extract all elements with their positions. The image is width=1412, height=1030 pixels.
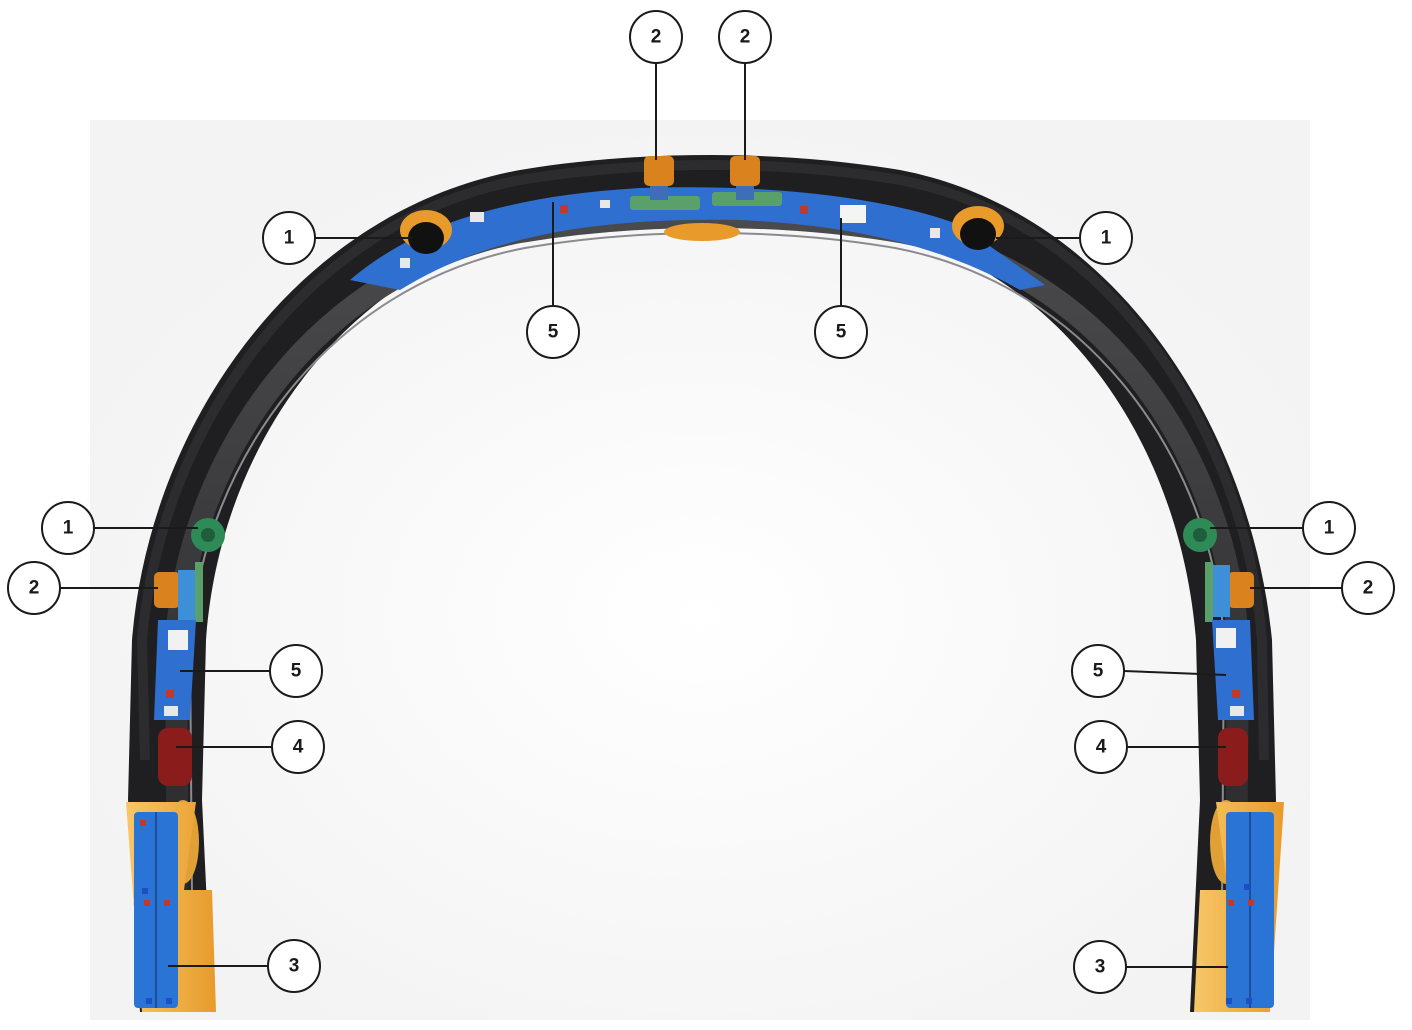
callout-left-4: 4: [293, 737, 304, 758]
callout-left-1: 1: [63, 518, 74, 539]
top-pcb-strip: [350, 187, 1045, 290]
callout-circle: [41, 501, 95, 555]
callout-top-left-2: 2: [651, 27, 662, 48]
callout-circle: [1074, 720, 1128, 774]
callout-circle: [7, 561, 61, 615]
callout-circle: [1071, 644, 1125, 698]
callout-left-2: 2: [29, 578, 40, 599]
callout-circle: [629, 10, 683, 64]
top-center-pad: [664, 223, 740, 241]
callout-left-5: 5: [291, 661, 302, 682]
callout-right-1: 1: [1324, 518, 1335, 539]
callout-right-3: 3: [1095, 957, 1106, 978]
callout-circle: [271, 720, 325, 774]
callout-top-left-5: 5: [548, 322, 559, 343]
top-electrode-sensors: [644, 156, 760, 200]
callout-circle: [1079, 211, 1133, 265]
callout-circle: [718, 10, 772, 64]
callout-circle: [267, 939, 321, 993]
callout-circle: [1341, 561, 1395, 615]
callouts: [7, 10, 1395, 994]
callout-left-3: 3: [289, 956, 300, 977]
callout-circle: [814, 305, 868, 359]
callout-right-4: 4: [1096, 737, 1107, 758]
callout-circle: [1302, 501, 1356, 555]
callout-circle: [526, 305, 580, 359]
carbon-highlight: [136, 160, 1269, 761]
callout-right-2: 2: [1363, 578, 1374, 599]
callout-top-left-1: 1: [284, 228, 295, 249]
top-pcb-components: [400, 192, 940, 268]
callout-right-5: 5: [1093, 661, 1104, 682]
callout-top-right-5: 5: [836, 322, 847, 343]
callout-circle: [262, 211, 316, 265]
callout-top-right-2: 2: [740, 27, 751, 48]
top-ring-sensors: [400, 206, 1004, 254]
left-endcap: [126, 802, 216, 1012]
callout-circle: [269, 644, 323, 698]
callout-labels: 2 2 1 1 5 5 1 2 5 4 3 1 2 5 4 3: [29, 27, 1374, 978]
right-endcap: [1194, 802, 1284, 1012]
callout-top-right-1: 1: [1101, 228, 1112, 249]
background-glow: [90, 120, 1310, 1020]
callout-circle: [1073, 940, 1127, 994]
